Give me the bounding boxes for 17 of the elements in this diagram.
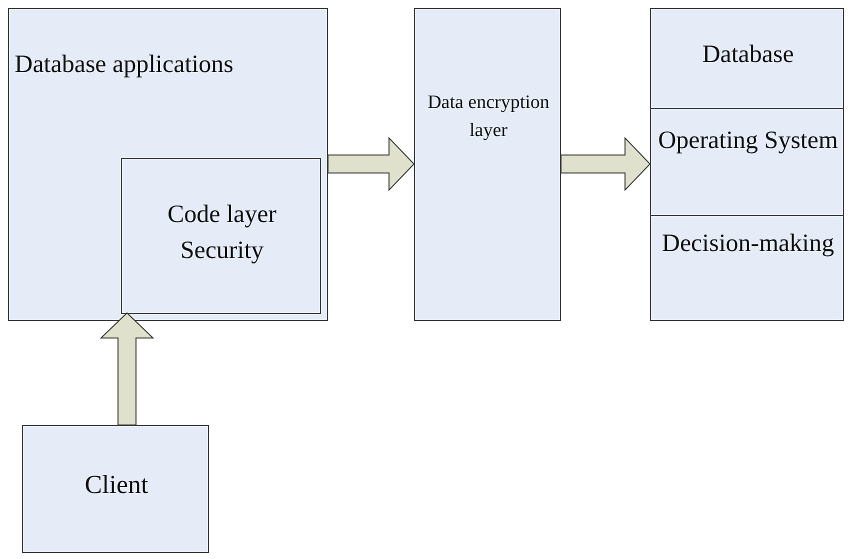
process-box [650,8,844,109]
box-label: Decision-making [660,229,836,259]
box-label: Data encryption layer [426,91,550,143]
box-label: Database applications [14,50,234,80]
block-arrow [100,312,154,426]
box-label: Operating System [657,126,839,156]
process-box [8,8,328,321]
block-arrow [560,136,651,192]
process-box [414,8,561,321]
box-label: Code layer Security [166,200,278,266]
box-label: Database [701,40,795,70]
box-label: Client [84,469,150,501]
block-arrow [328,136,415,192]
process-box [650,108,844,216]
process-box [22,425,209,553]
process-box [121,158,321,314]
process-box [650,215,844,321]
